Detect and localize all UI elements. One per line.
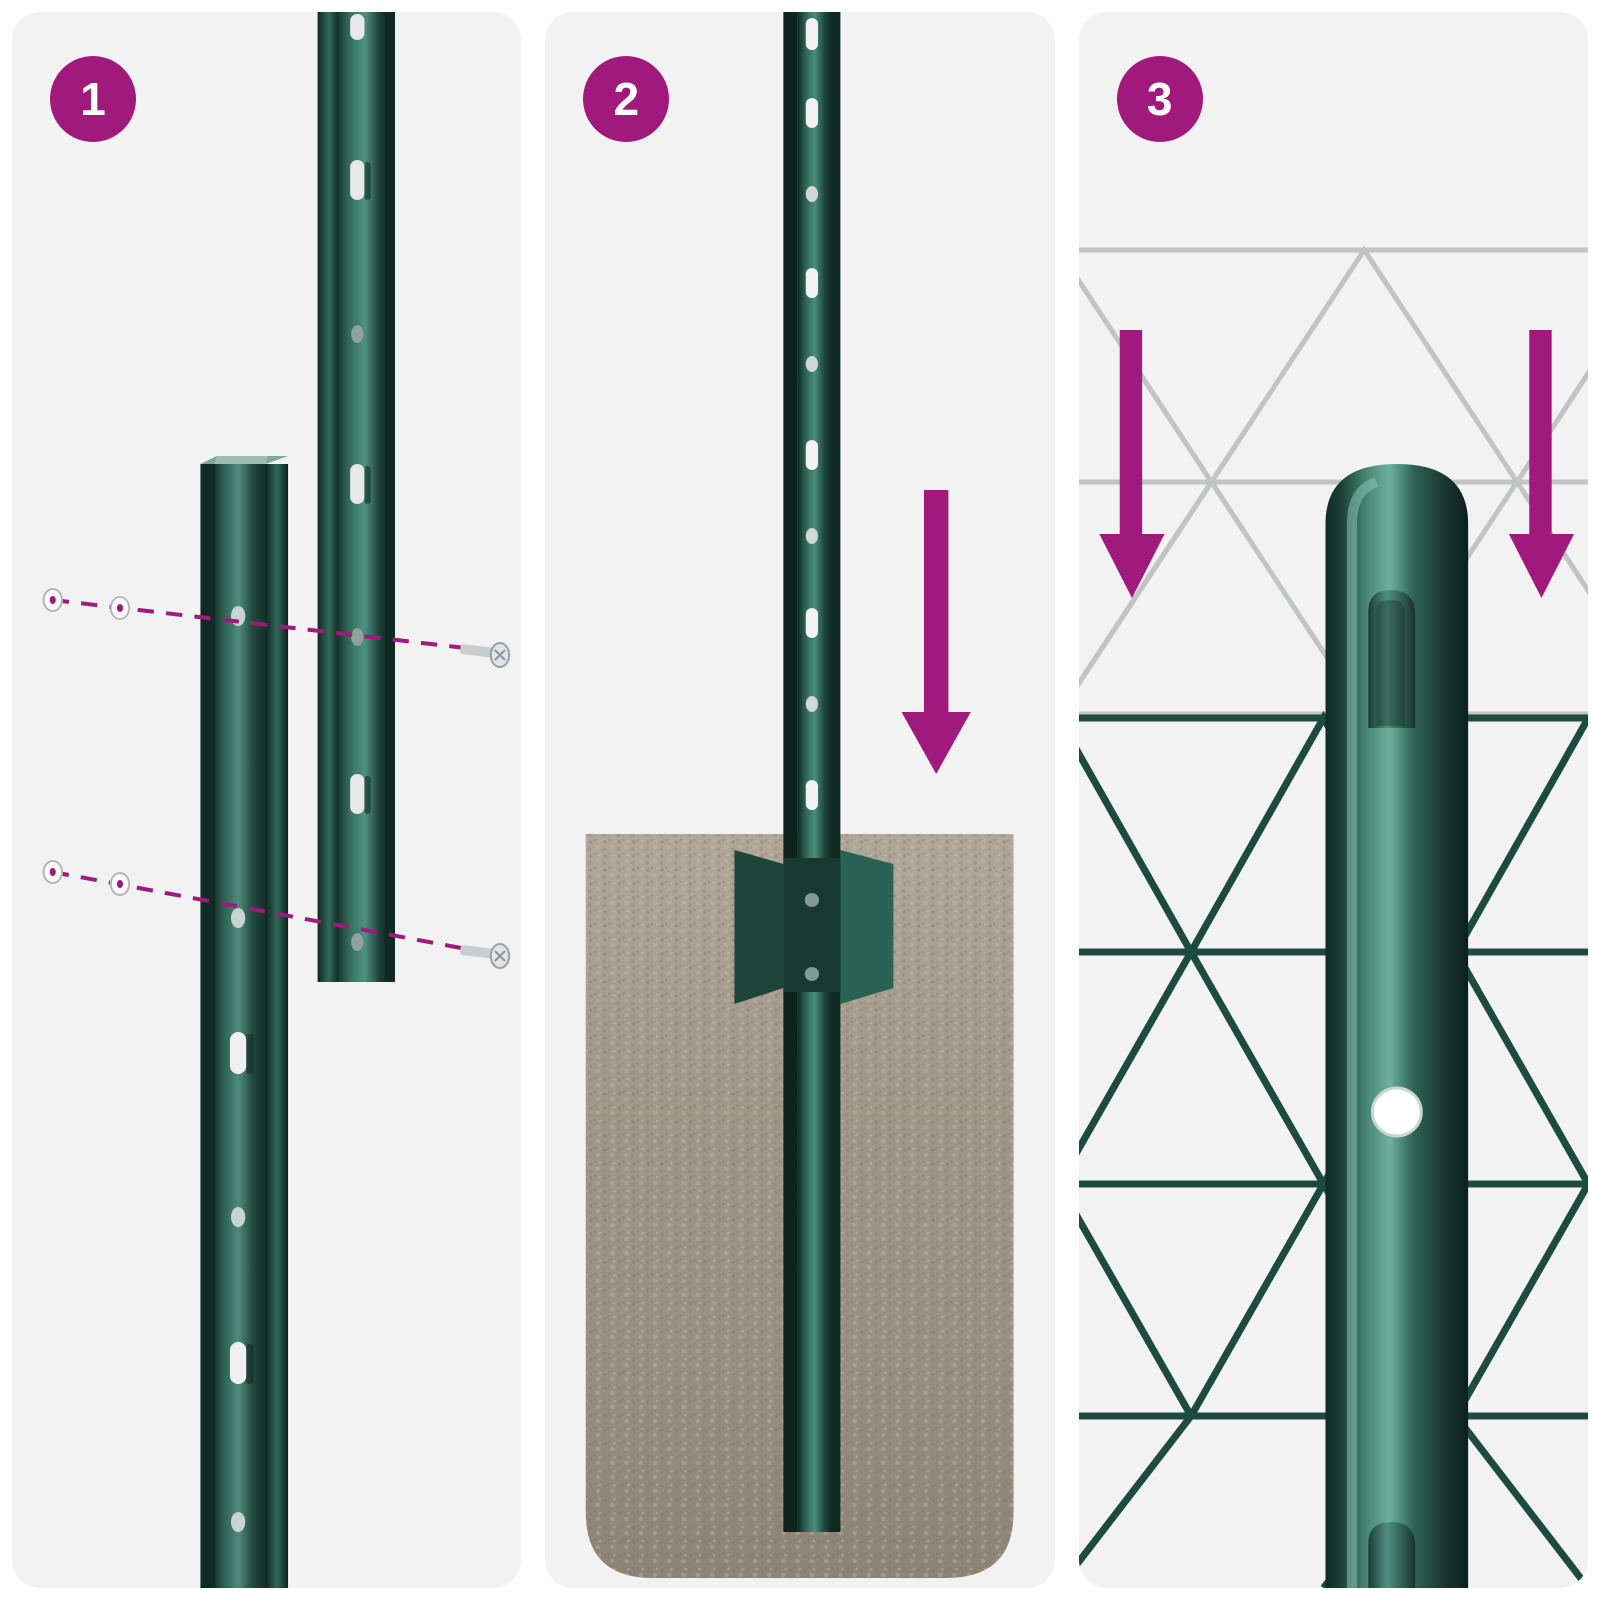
anchor-footplate [734, 850, 894, 1004]
mesh-retaining-clip [1367, 590, 1415, 728]
step-badge-3: 3 [1116, 56, 1203, 142]
down-arrow-right [1508, 330, 1574, 598]
step-badge-1: 1 [50, 56, 136, 142]
step-badge-2: 2 [583, 56, 670, 142]
mesh-retaining-clip-lower [1367, 1522, 1415, 1588]
panel-1-artwork [12, 12, 521, 1588]
panel-step-2: 2 [545, 12, 1055, 1588]
panel-2-artwork [545, 12, 1054, 1588]
round-fence-post [1325, 464, 1468, 1588]
washer-icons [42, 588, 131, 896]
panel-step-3: 3 [1078, 12, 1588, 1588]
rear-post [317, 12, 396, 982]
front-post [200, 456, 289, 1588]
post-mounting-hole [1372, 1088, 1421, 1136]
down-arrow [901, 490, 972, 774]
panel-step-1: 1 [12, 12, 522, 1588]
screw-upper [460, 642, 511, 668]
fence-post [783, 12, 841, 1532]
screw-lower [460, 943, 511, 969]
panel-3-artwork [1078, 12, 1588, 1588]
down-arrow-left [1099, 330, 1165, 598]
